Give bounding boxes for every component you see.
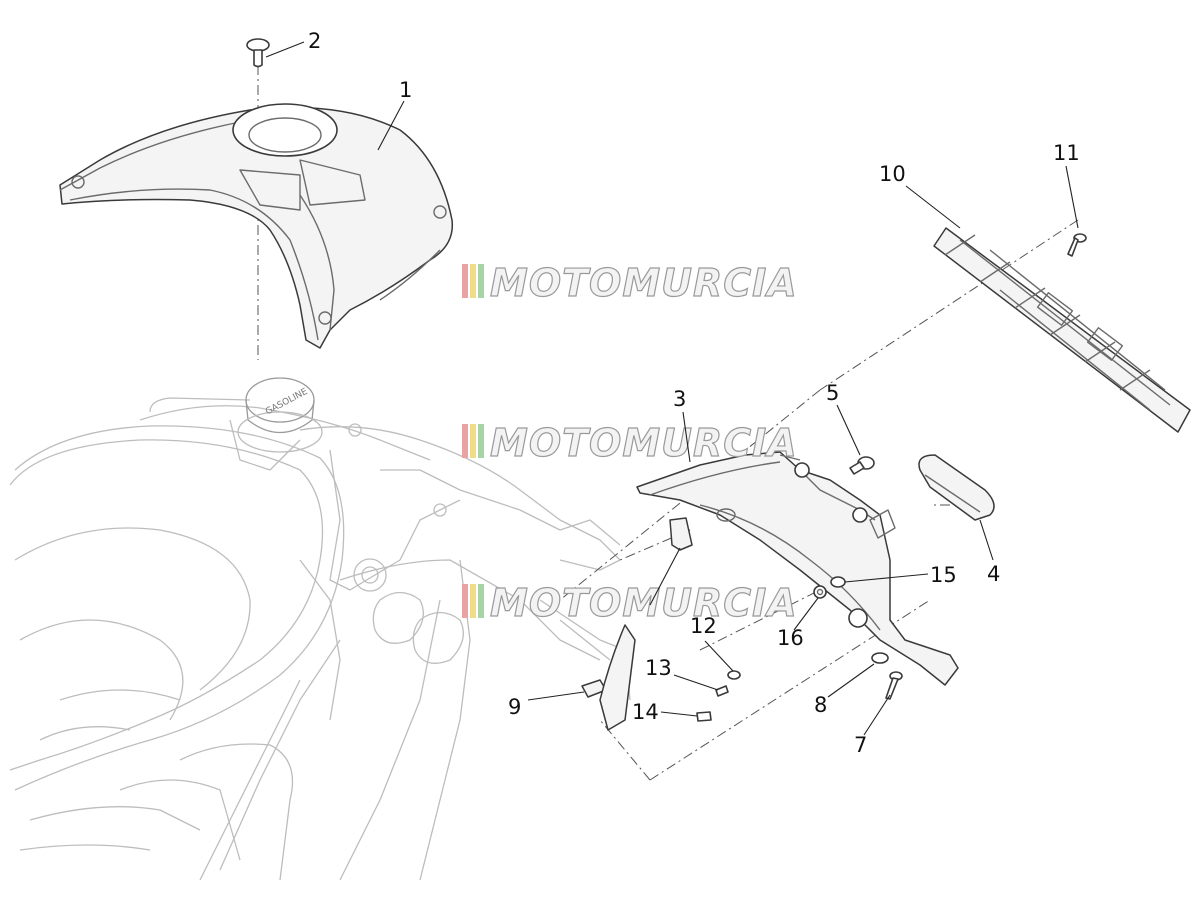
speed-nut-clip xyxy=(669,517,693,551)
watermark-bottom: MOTOMURCIA xyxy=(462,580,798,626)
callout-3: 3 xyxy=(673,387,686,411)
watermark-top: MOTOMURCIA xyxy=(462,260,798,306)
callout-15: 15 xyxy=(930,563,957,587)
part-5-bolt xyxy=(849,456,875,475)
part-15-washer xyxy=(830,576,846,588)
part-7-screw xyxy=(885,671,903,700)
fuel-cap: GASOLINE xyxy=(237,377,323,453)
part-4-reflector xyxy=(918,454,995,521)
watermark-text: MOTOMURCIA xyxy=(490,581,798,625)
callout-4: 4 xyxy=(987,562,1000,586)
callout-10: 10 xyxy=(879,162,906,186)
callout-5: 5 xyxy=(826,381,839,405)
part-13-pin xyxy=(715,685,729,697)
callout-11: 11 xyxy=(1053,141,1080,165)
callout-9: 9 xyxy=(508,695,521,719)
callout-1: 1 xyxy=(399,78,412,102)
watermark-middle: MOTOMURCIA xyxy=(462,420,798,466)
plate-light-bracket xyxy=(599,624,636,731)
callout-12: 12 xyxy=(690,614,717,638)
part-14-bushing xyxy=(696,711,712,722)
watermark-text: MOTOMURCIA xyxy=(490,261,798,305)
part-2-screw xyxy=(246,38,270,68)
part-10-plate-holder xyxy=(933,227,1191,433)
part-1-rear-cover xyxy=(59,103,454,349)
scooter-frame xyxy=(9,397,631,881)
leader-lines xyxy=(265,41,1079,736)
part-3-mudguard-bracket xyxy=(636,451,959,686)
callout-8: 8 xyxy=(814,693,827,717)
watermark-text: MOTOMURCIA xyxy=(490,421,798,465)
part-11-screw xyxy=(1067,233,1087,257)
part-8-washer xyxy=(871,652,889,664)
callout-16: 16 xyxy=(777,626,804,650)
callout-2: 2 xyxy=(308,29,321,53)
callout-7: 7 xyxy=(854,733,867,757)
callout-13: 13 xyxy=(645,656,672,680)
callout-14: 14 xyxy=(632,700,659,724)
part-16-nut xyxy=(813,585,827,599)
part-12-washer xyxy=(727,670,741,680)
callouts: 2 1 11 10 3 5 4 15 16 12 13 14 9 8 7 xyxy=(308,29,1080,757)
